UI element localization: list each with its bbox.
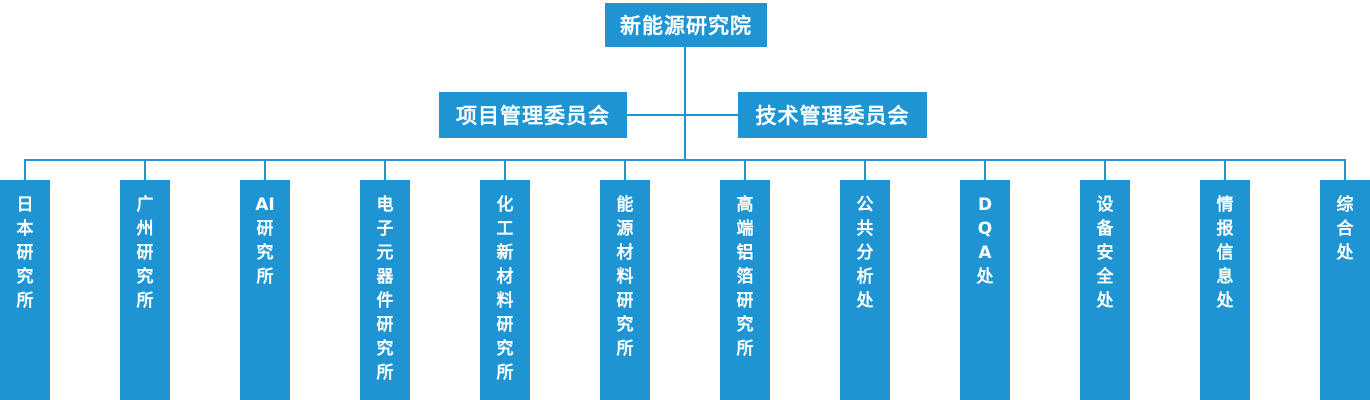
connector-committees-horizontal bbox=[627, 114, 738, 116]
department-label: 能源材料研究所 bbox=[616, 195, 634, 359]
department-label: 情报信息处 bbox=[1216, 195, 1234, 311]
connector-department-stub bbox=[744, 159, 746, 180]
department-label: 电子元器件研究所 bbox=[376, 195, 394, 383]
root-label: 新能源研究院 bbox=[620, 14, 752, 38]
connector-department-stub bbox=[504, 159, 506, 180]
department-box: 情报信息处 bbox=[1200, 180, 1250, 400]
connector-department-stub bbox=[1104, 159, 1106, 180]
connector-department-stub bbox=[384, 159, 386, 180]
committee-box-project-management: 项目管理委员会 bbox=[439, 92, 627, 138]
connector-root-vertical bbox=[684, 47, 686, 161]
connector-distribution-horizontal bbox=[24, 159, 1346, 161]
connector-department-stub bbox=[624, 159, 626, 180]
committee-label: 项目管理委员会 bbox=[456, 104, 610, 128]
department-label: 日本研究所 bbox=[16, 195, 34, 311]
connector-department-stub bbox=[264, 159, 266, 180]
connector-department-stub bbox=[864, 159, 866, 180]
department-box: 能源材料研究所 bbox=[600, 180, 650, 400]
department-box: 广州研究所 bbox=[120, 180, 170, 400]
department-label: 设备安全处 bbox=[1096, 195, 1114, 311]
connector-department-stub bbox=[984, 159, 986, 180]
department-box: 综合处 bbox=[1320, 180, 1370, 400]
department-box: 化工新材料研究所 bbox=[480, 180, 530, 400]
committee-label: 技术管理委员会 bbox=[755, 104, 910, 128]
connector-department-stub bbox=[144, 159, 146, 180]
department-box: 日本研究所 bbox=[0, 180, 50, 400]
department-box: 高端铝箔研究所 bbox=[720, 180, 770, 400]
root-box: 新能源研究院 bbox=[605, 3, 767, 47]
department-box: 电子元器件研究所 bbox=[360, 180, 410, 400]
department-label: 广州研究所 bbox=[136, 195, 154, 311]
connector-department-stub bbox=[1224, 159, 1226, 180]
department-label: 综合处 bbox=[1336, 195, 1354, 263]
department-label: 化工新材料研究所 bbox=[496, 195, 514, 383]
connector-department-stub bbox=[24, 159, 26, 180]
committee-box-technology-management: 技术管理委员会 bbox=[738, 92, 927, 138]
department-label: 公共分析处 bbox=[856, 195, 874, 311]
department-box: 设备安全处 bbox=[1080, 180, 1130, 400]
department-label: 高端铝箔研究所 bbox=[736, 195, 754, 359]
connector-department-stub bbox=[1344, 159, 1346, 180]
department-box: 公共分析处 bbox=[840, 180, 890, 400]
